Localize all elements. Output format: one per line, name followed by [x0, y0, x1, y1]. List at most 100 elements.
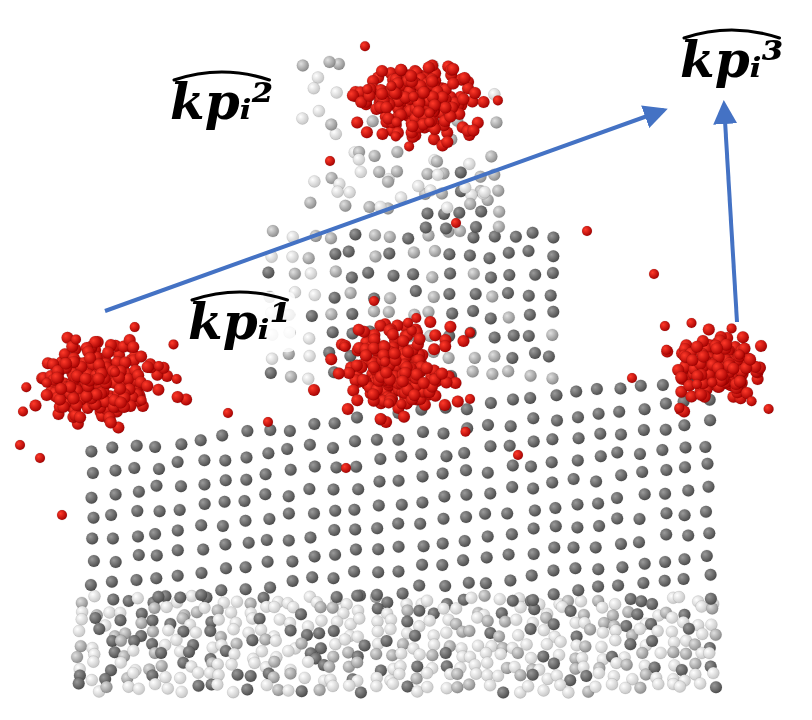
cloud-point — [439, 580, 451, 592]
cloud-point — [680, 648, 692, 660]
cloud-point — [351, 412, 363, 424]
cloud-point — [446, 308, 458, 320]
cloud-point — [348, 504, 360, 516]
cloud-point — [327, 680, 339, 692]
cloud-point — [543, 350, 555, 362]
cloud-point — [372, 625, 384, 637]
cloud-point — [440, 102, 452, 114]
cloud-point — [329, 248, 341, 260]
cloud-point — [245, 670, 257, 682]
cloud-point — [497, 687, 509, 699]
cloud-point — [579, 640, 591, 652]
cloud-point — [411, 313, 421, 323]
cloud-point — [260, 468, 272, 480]
cloud-point — [392, 117, 402, 127]
cloud-point — [220, 562, 232, 574]
cloud-point — [635, 380, 647, 392]
cloud-point — [452, 396, 464, 408]
cloud-point — [420, 222, 432, 234]
cloud-point — [241, 425, 253, 437]
cloud-point — [666, 612, 678, 624]
cloud-point — [548, 564, 560, 576]
cloud-point — [243, 537, 255, 549]
cloud-point — [662, 345, 672, 355]
cloud-point — [391, 146, 403, 158]
cloud-point — [447, 78, 459, 90]
cloud-point — [703, 481, 715, 493]
cloud-point — [286, 555, 298, 567]
cloud-point — [481, 657, 493, 669]
cloud-point — [704, 414, 716, 426]
cloud-point — [450, 602, 462, 614]
cloud-point — [510, 614, 522, 626]
cloud-point — [467, 366, 479, 378]
cloud-point — [316, 615, 328, 627]
cloud-point — [494, 593, 506, 605]
cloud-point — [686, 354, 698, 366]
cloud-point — [135, 351, 147, 363]
cloud-point — [652, 678, 664, 690]
cloud-point — [196, 567, 208, 579]
cloud-point — [468, 124, 480, 136]
cloud-point — [525, 370, 537, 382]
cloud-point — [674, 403, 684, 413]
cloud-point — [261, 534, 273, 546]
cloud-point — [388, 270, 400, 282]
cloud-point — [547, 306, 559, 318]
cloud-point — [141, 380, 153, 392]
cloud-point — [240, 515, 252, 527]
cloud-point — [547, 372, 559, 384]
cloud-point — [392, 518, 404, 530]
cloud-point — [154, 505, 166, 517]
cloud-point — [610, 657, 622, 669]
cloud-point — [328, 524, 340, 536]
cloud-point — [698, 351, 710, 363]
cloud-point — [172, 570, 184, 582]
cloud-point — [73, 625, 85, 637]
cloud-point — [299, 672, 311, 684]
cloud-point — [451, 668, 463, 680]
cloud-point — [376, 88, 388, 100]
cloud-point — [571, 521, 583, 533]
cloud-point — [595, 450, 607, 462]
cloud-point — [679, 553, 691, 565]
cloud-point — [107, 594, 119, 606]
cloud-point — [615, 538, 627, 550]
cloud-point — [382, 176, 394, 188]
cloud-point — [381, 102, 393, 114]
cloud-point — [660, 398, 672, 410]
cloud-point — [216, 430, 228, 442]
cloud-point — [380, 357, 390, 367]
cloud-point — [87, 467, 99, 479]
cloud-point — [568, 473, 580, 485]
cloud-point — [262, 447, 274, 459]
cloud-point — [368, 305, 380, 317]
cloud-point — [325, 353, 337, 365]
cloud-point — [373, 166, 385, 178]
cloud-point — [417, 470, 429, 482]
cloud-point — [404, 141, 414, 151]
cloud-point — [649, 269, 659, 279]
cloud-point — [305, 532, 317, 544]
cloud-point — [142, 361, 154, 373]
cloud-point — [707, 377, 717, 387]
cloud-point — [548, 658, 560, 670]
cloud-point — [506, 481, 518, 493]
cloud-point — [439, 399, 451, 411]
keypoint-label: kpᵢ² — [166, 72, 277, 132]
cloud-point — [548, 542, 560, 554]
cloud-point — [88, 555, 100, 567]
cloud-point — [289, 268, 301, 280]
keypoint-clusters — [15, 41, 774, 520]
cloud-point — [699, 441, 711, 453]
cloud-point — [71, 651, 83, 663]
cloud-point — [502, 365, 514, 377]
cloud-point — [73, 678, 85, 690]
cloud-point — [115, 397, 127, 409]
cloud-point — [199, 498, 211, 510]
cloud-point — [572, 584, 584, 596]
cloud-point — [93, 373, 105, 385]
cloud-point — [75, 640, 87, 652]
cloud-point — [493, 221, 505, 233]
